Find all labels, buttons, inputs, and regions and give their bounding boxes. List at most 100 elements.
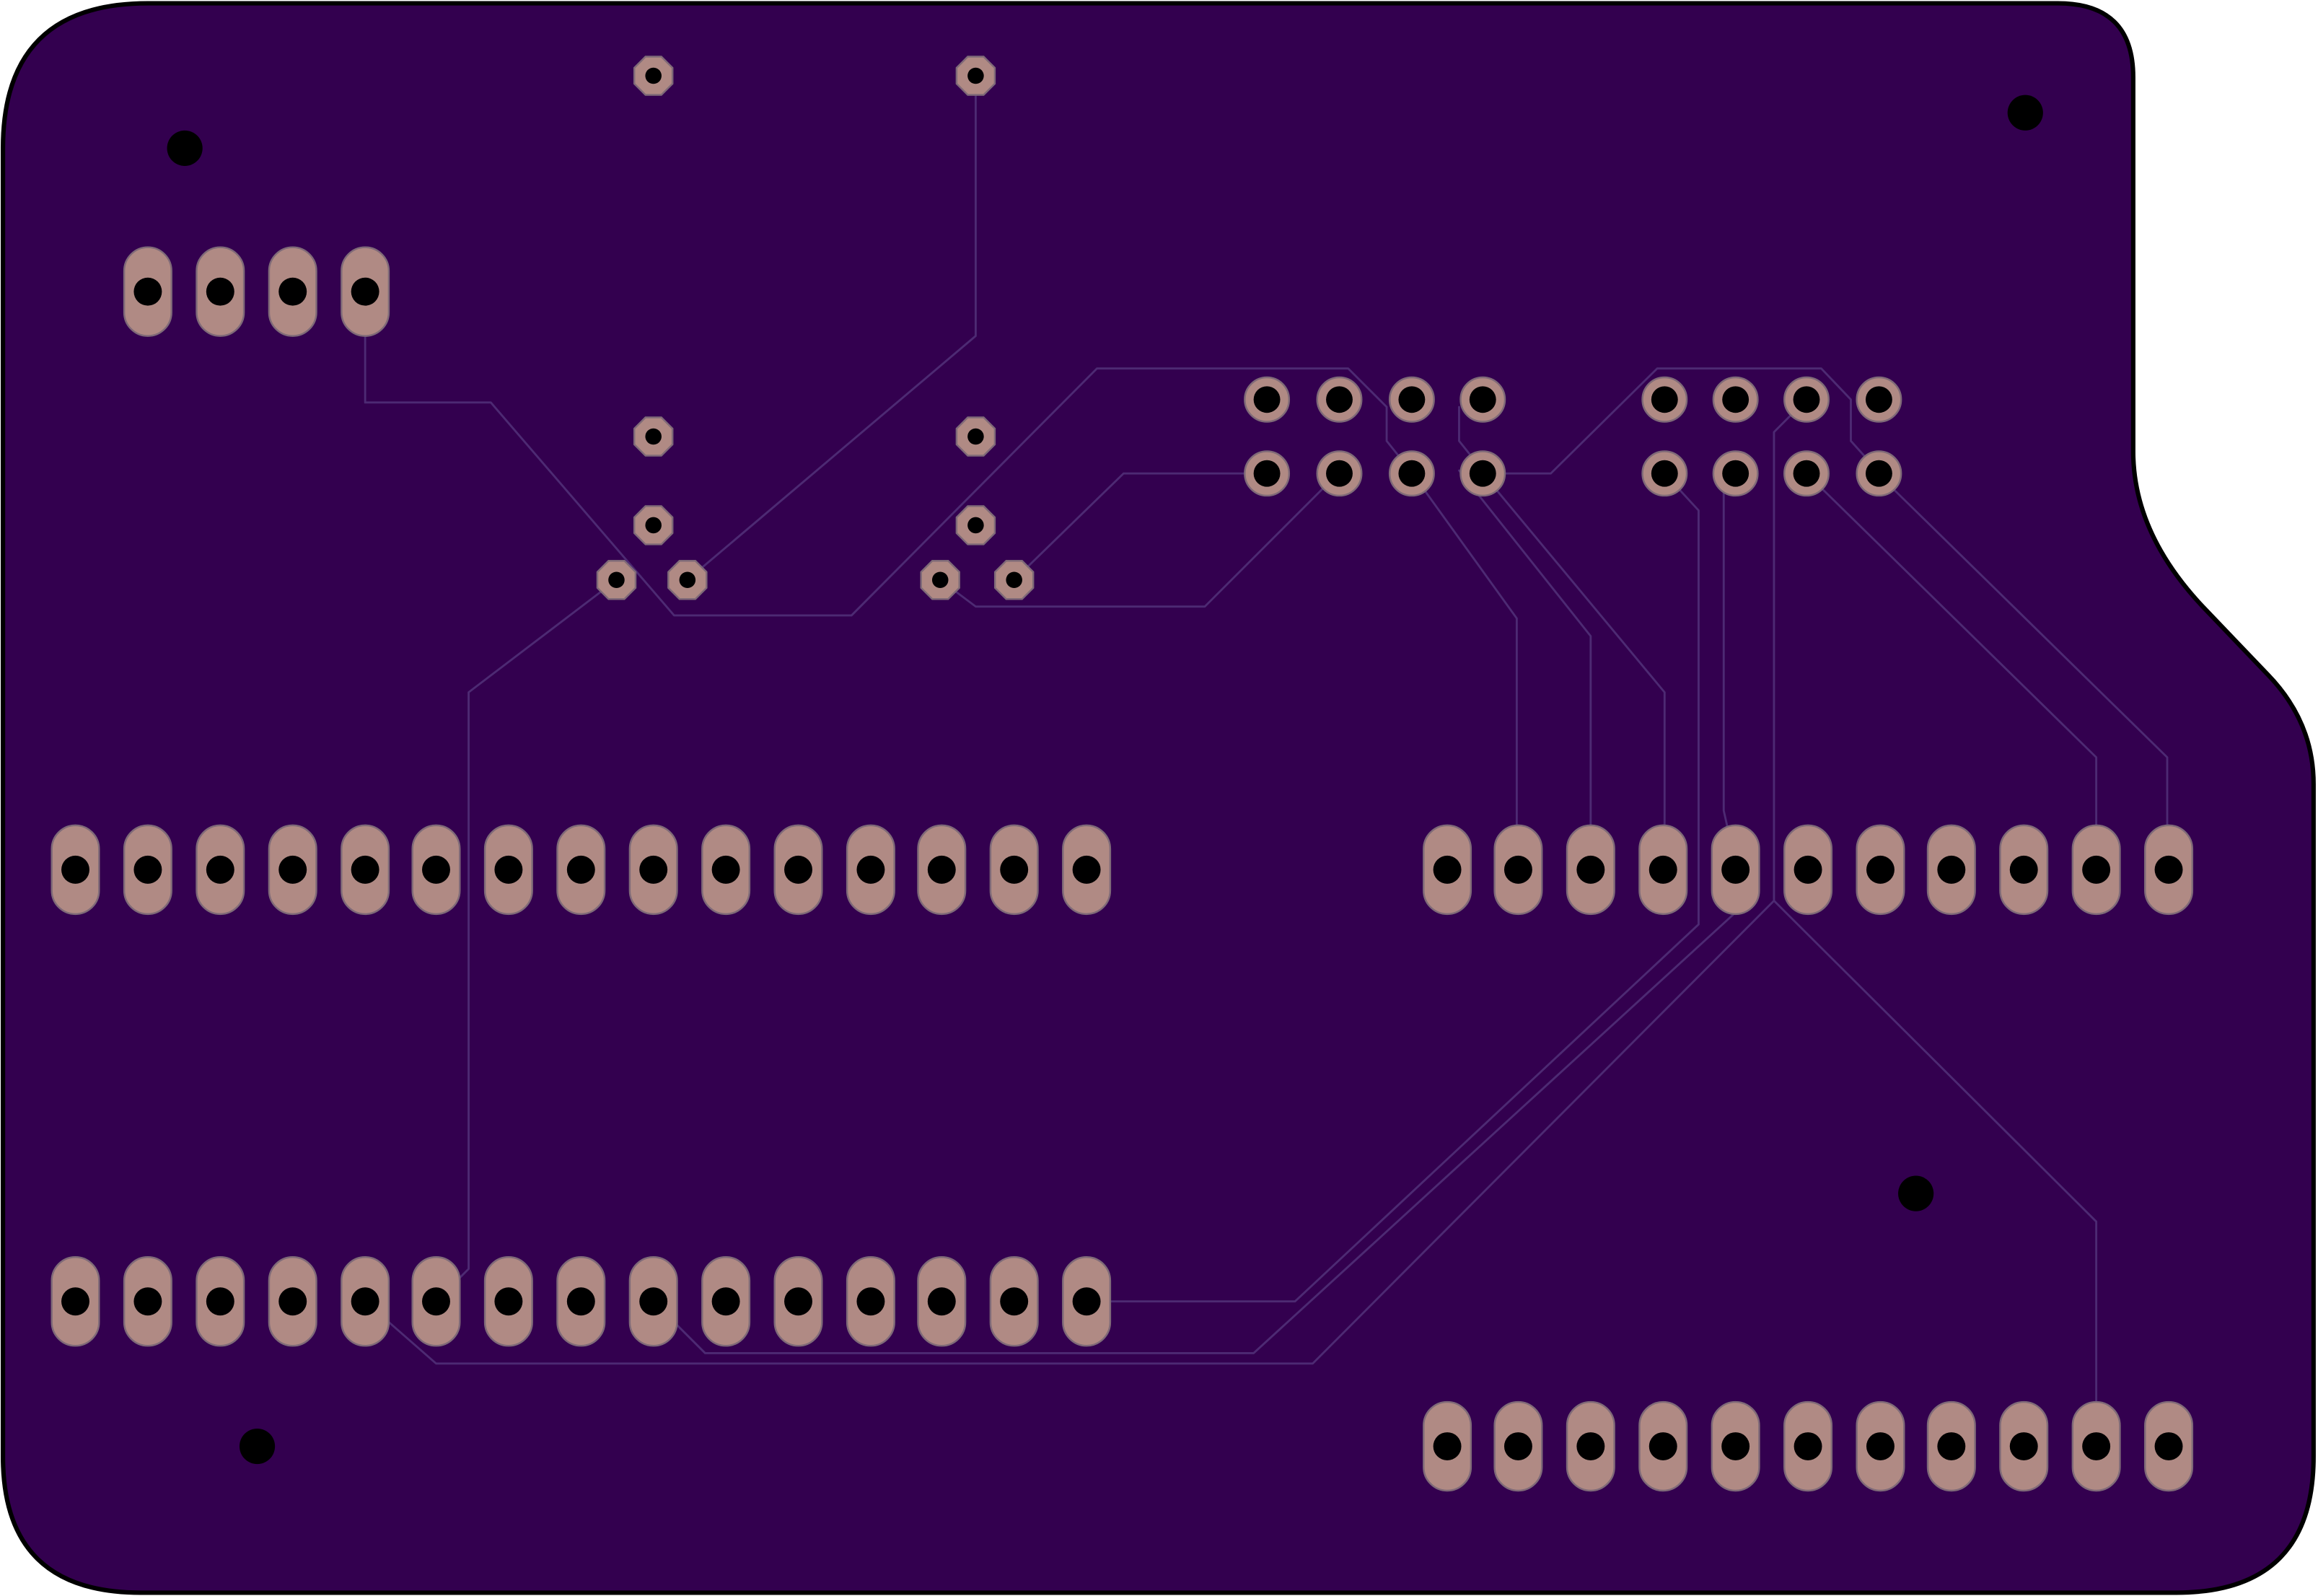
header-pin (1641, 450, 1688, 497)
via-pad (955, 505, 996, 545)
header-pin (846, 824, 895, 916)
header-pin (1999, 824, 2049, 916)
trace (1481, 472, 1666, 871)
header-pin (1493, 824, 1543, 916)
header-pin (411, 1256, 461, 1347)
header-pin (2071, 1400, 2121, 1492)
header-pin (1856, 450, 1902, 497)
header-pin (341, 246, 390, 337)
header-pin (1388, 376, 1435, 423)
header-pin (917, 824, 967, 916)
header-pin (2144, 1400, 2194, 1492)
trace (686, 74, 977, 582)
via-pad (633, 56, 674, 96)
via-pad (633, 505, 674, 545)
header-pin (1459, 450, 1506, 497)
header-1x11-lower (1423, 1400, 2194, 1492)
header-1x11-upper (1423, 824, 2194, 916)
header-pin (1999, 1400, 2049, 1492)
header-pin (1244, 450, 1291, 497)
trace (364, 290, 1412, 617)
via-pad (955, 416, 996, 457)
header-pin (1244, 376, 1291, 423)
header-pin (773, 824, 823, 916)
header-pin (628, 1256, 678, 1347)
header-pin (1712, 450, 1759, 497)
trace (939, 472, 1339, 608)
header-2x4-right (1641, 376, 1902, 497)
header-pin (1856, 824, 1905, 916)
via-pad (667, 560, 708, 600)
header-pin (1638, 1400, 1688, 1492)
header-pin (268, 824, 317, 916)
header-pin (51, 824, 100, 916)
header-pin (2144, 824, 2194, 916)
header-pin (1641, 376, 1688, 423)
header-pin (2071, 824, 2121, 916)
header-pin (1926, 824, 1976, 916)
header-pin (701, 824, 751, 916)
trace (1458, 469, 1592, 871)
via-group-right (920, 56, 1035, 600)
header-pin (196, 824, 245, 916)
header-pin (701, 1256, 751, 1347)
trace (1013, 472, 1265, 582)
header-pin (1566, 1400, 1615, 1492)
header-pin (989, 824, 1039, 916)
header-pin (268, 246, 317, 337)
header-pin (1316, 450, 1363, 497)
header-pin (1423, 1400, 1472, 1492)
header-pin (1926, 1400, 1976, 1492)
mounting-hole (2007, 95, 2043, 131)
header-pin (917, 1256, 967, 1347)
header-1x15-upper (51, 824, 1112, 916)
header-pin (411, 824, 461, 916)
via-pad (955, 56, 996, 96)
pad-layer (51, 56, 2194, 1492)
trace (1481, 367, 1879, 475)
header-pin (1638, 824, 1688, 916)
header-pin (51, 1256, 100, 1347)
via-pad (920, 560, 960, 600)
via-pad (633, 416, 674, 457)
header-pin (1711, 824, 1760, 916)
header-pin (1783, 824, 1833, 916)
header-pin (846, 1256, 895, 1347)
header-1x15-lower (51, 1256, 1112, 1347)
header-pin (1423, 824, 1472, 916)
via-group-left (596, 56, 708, 600)
header-pin (989, 1256, 1039, 1347)
header-pin (1783, 450, 1830, 497)
header-pin (123, 246, 172, 337)
trace (1085, 472, 1700, 1303)
trace (1409, 469, 1518, 871)
header-pin (1062, 1256, 1112, 1347)
header-pin (1062, 824, 1112, 916)
header-pin (1783, 1400, 1833, 1492)
header-pin (341, 824, 390, 916)
header-pin (268, 1256, 317, 1347)
header-pin (1712, 376, 1759, 423)
header-2x4-left (1244, 376, 1506, 497)
trace (364, 899, 1775, 1365)
header-pin (123, 1256, 172, 1347)
header-pin (1711, 1400, 1760, 1492)
header-pin (1783, 376, 1830, 423)
header-pin (483, 1256, 533, 1347)
header-pin (196, 1256, 245, 1347)
header-1x4 (123, 246, 390, 337)
header-pin (341, 1256, 390, 1347)
header-pin (1388, 450, 1435, 497)
header-pin (556, 824, 606, 916)
via-pad (993, 560, 1035, 600)
header-pin (196, 246, 245, 337)
header-pin (1459, 376, 1506, 423)
mounting-hole (239, 1428, 276, 1465)
header-pin (1856, 376, 1902, 423)
via-pad (596, 560, 637, 600)
header-pin (773, 1256, 823, 1347)
header-pin (123, 824, 172, 916)
header-pin (1316, 376, 1363, 423)
